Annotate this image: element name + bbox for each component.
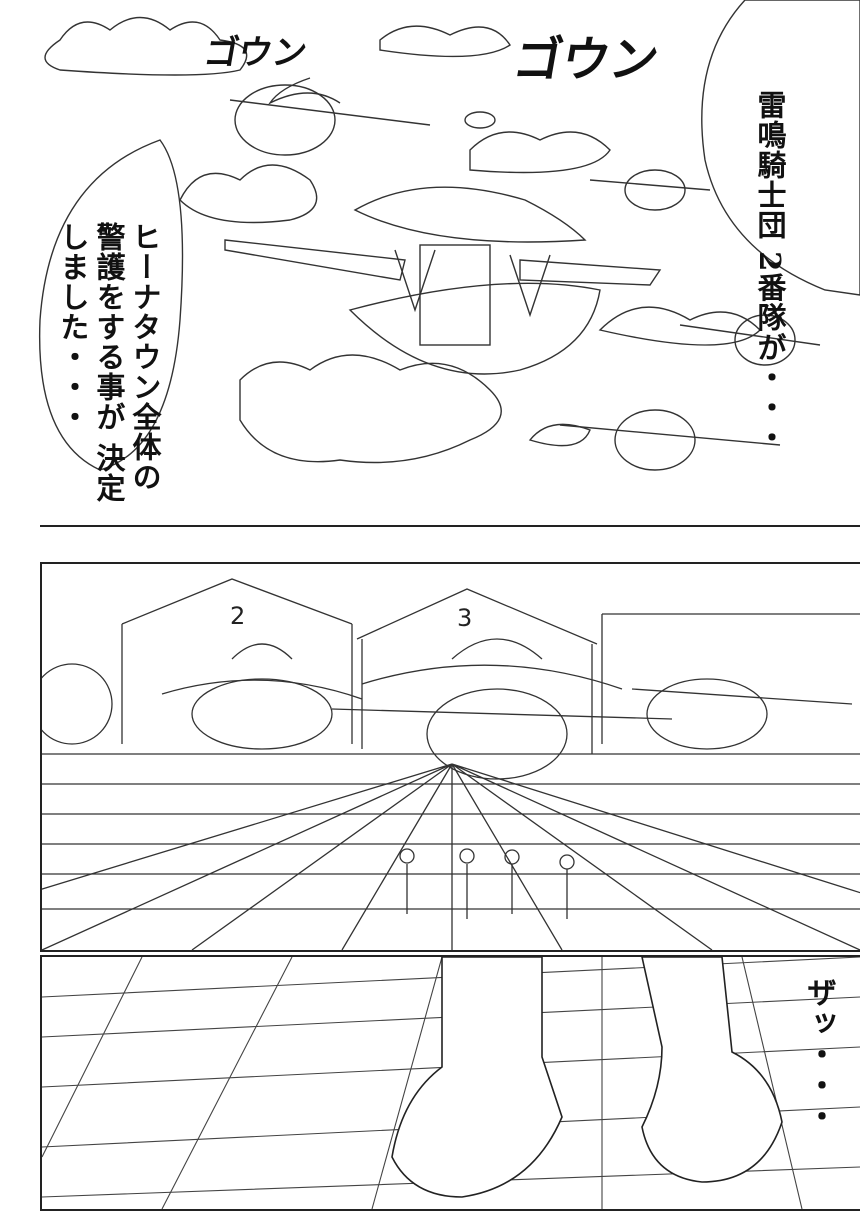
sfx-rumble-2: ゴウン: [509, 32, 664, 88]
sfx-step: ザッ・・・: [801, 977, 836, 1132]
panel-divider: [40, 525, 860, 527]
hangar-illustration: [42, 578, 860, 950]
hangar-number-3: 3: [457, 604, 473, 632]
panel-footsteps: ザッ・・・: [40, 955, 860, 1211]
speech-bubble-left: ヒーナタウン全体の 警護をする事が 決定しました・・・: [55, 222, 163, 528]
dialogue-line: 雷鳴騎士団: [753, 90, 787, 240]
footsteps-illustration: [42, 957, 860, 1209]
airships-illustration: [38, 0, 860, 471]
dialogue-line: 決定しました・・・: [56, 222, 126, 504]
hangar-number-2: 2: [230, 602, 246, 630]
sfx-rumble-1: ゴウン: [200, 33, 310, 73]
dialogue-line: 警護をする事が: [92, 222, 126, 432]
dialogue-line: ヒーナタウン全体の: [128, 222, 162, 492]
panel-hangars: 2 3: [40, 562, 860, 952]
panel-sky-airships: ゴウン ゴウン 雷鳴騎士団 2番隊が・・・ ヒーナタウン全体の 警護をする事が …: [0, 0, 860, 528]
speech-bubble-right: 雷鳴騎士団 2番隊が・・・: [752, 90, 788, 452]
dialogue-line: 2番隊が・・・: [753, 251, 787, 453]
